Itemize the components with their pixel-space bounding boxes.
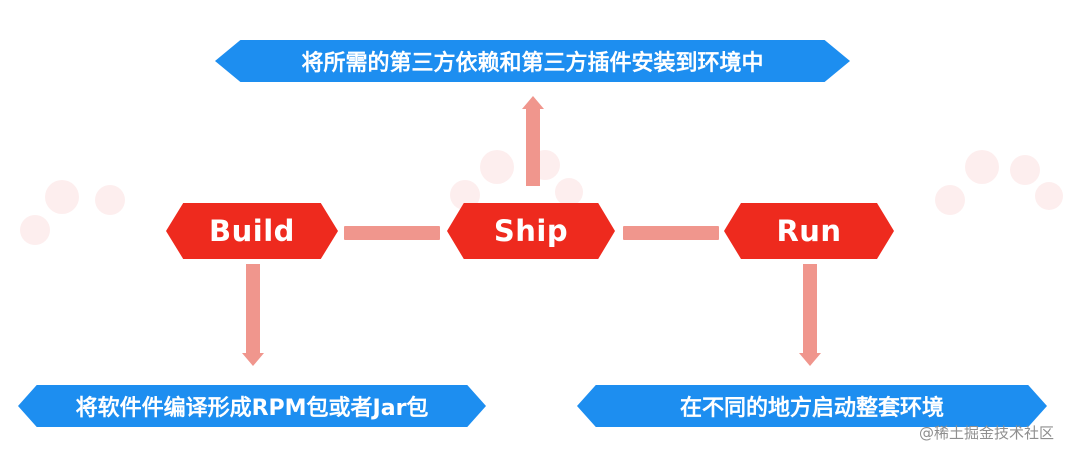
build-node-label: Build xyxy=(209,214,295,248)
arrow-up-icon xyxy=(522,96,544,109)
background-dot xyxy=(935,185,965,215)
background-dot xyxy=(555,178,583,206)
ship-run-connector xyxy=(623,226,719,240)
ship-node-label: Ship xyxy=(493,214,569,248)
arrow-down-icon xyxy=(799,353,821,366)
ship-node: Ship xyxy=(447,203,615,259)
background-dot xyxy=(1010,155,1040,185)
watermark: @稀土掘金技术社区 xyxy=(918,424,1054,442)
ship-description-text: 将所需的第三方依赖和第三方插件安装到环境中 xyxy=(301,51,764,76)
background-dot xyxy=(95,185,125,215)
background-dot xyxy=(20,215,50,245)
run-description-text: 在不同的地方启动整套环境 xyxy=(679,396,944,421)
run-description: 在不同的地方启动整套环境 xyxy=(577,385,1047,427)
arrow-down-icon xyxy=(242,353,264,366)
ship-description: 将所需的第三方依赖和第三方插件安装到环境中 xyxy=(215,40,850,82)
ship-up-connector xyxy=(526,108,540,186)
background-dot xyxy=(965,150,999,184)
build-ship-connector xyxy=(344,226,440,240)
build-description: 将软件件编译形成RPM包或者Jar包 xyxy=(18,385,486,427)
background-dot xyxy=(45,180,79,214)
build-node: Build xyxy=(166,203,338,259)
run-down-connector xyxy=(803,264,817,354)
build-down-connector xyxy=(246,264,260,354)
build-description-text: 将软件件编译形成RPM包或者Jar包 xyxy=(75,396,429,421)
background-dot xyxy=(480,150,514,184)
background-dot xyxy=(1035,182,1063,210)
run-node-label: Run xyxy=(776,214,842,248)
run-node: Run xyxy=(724,203,894,259)
